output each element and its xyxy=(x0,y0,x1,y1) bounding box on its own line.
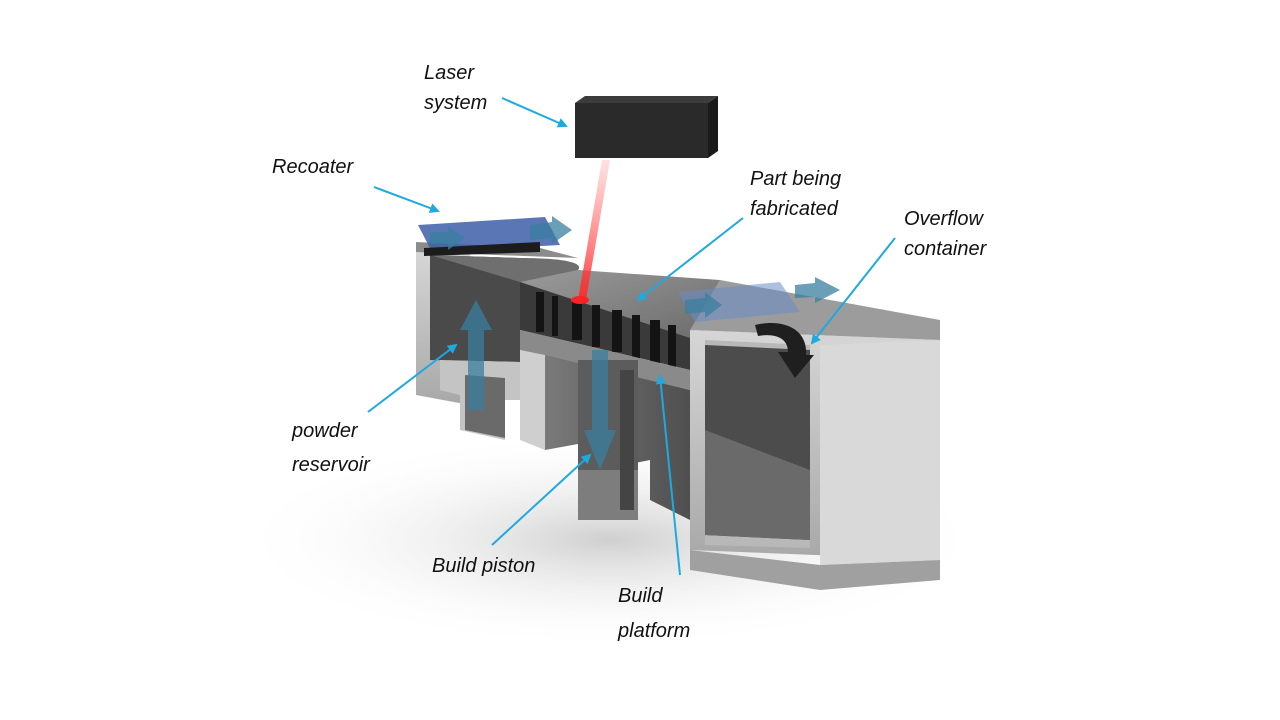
piston-down-arrow-icon xyxy=(584,350,616,470)
label-line: Part being xyxy=(750,168,842,190)
leader-laser-system xyxy=(501,97,568,128)
recoater-motion-arrow-icon xyxy=(795,277,840,303)
leader-build-platform xyxy=(655,374,681,576)
label-line: Build xyxy=(618,585,663,607)
label-overflow-container: Overflow container xyxy=(904,204,986,264)
build-chamber-block xyxy=(520,270,720,520)
leader-part-being-fabricated xyxy=(636,217,744,302)
reservoir-up-arrow-icon xyxy=(460,300,492,410)
label-line: Overflow xyxy=(904,208,983,230)
leader-recoater xyxy=(373,186,440,213)
overflow-curved-arrow-icon xyxy=(755,323,814,378)
overflow-container-block xyxy=(690,280,940,590)
label-recoater: Recoater xyxy=(272,152,353,182)
laser-beam xyxy=(578,160,610,300)
label-line: container xyxy=(904,238,987,260)
leader-build-piston xyxy=(491,453,592,546)
label-line: fabricated xyxy=(750,198,838,220)
fabricated-part-slices xyxy=(536,292,676,369)
recoater-motion-arrow-icon xyxy=(430,226,465,250)
label-line: Recoater xyxy=(272,156,354,178)
recoater-motion-arrow-icon xyxy=(685,292,722,318)
recoater-motion-arrow-icon xyxy=(530,216,572,244)
label-line: Build piston xyxy=(432,555,536,577)
label-build-piston: Build piston xyxy=(432,551,535,581)
label-build-platform: Build platform xyxy=(618,581,690,646)
label-laser-system: Laser system xyxy=(424,58,487,118)
label-line: system xyxy=(424,92,488,114)
label-powder-reservoir: powder reservoir xyxy=(292,416,370,480)
label-line: reservoir xyxy=(292,454,370,476)
label-part-being-fabricated: Part being fabricated xyxy=(750,164,841,224)
laser-spot xyxy=(571,296,589,304)
laser-system-unit xyxy=(575,96,718,158)
leader-powder-reservoir xyxy=(367,343,458,413)
leader-overflow-container xyxy=(810,237,896,345)
label-line: platform xyxy=(618,620,691,642)
label-line: Laser xyxy=(424,62,475,84)
label-line: powder xyxy=(292,420,358,442)
